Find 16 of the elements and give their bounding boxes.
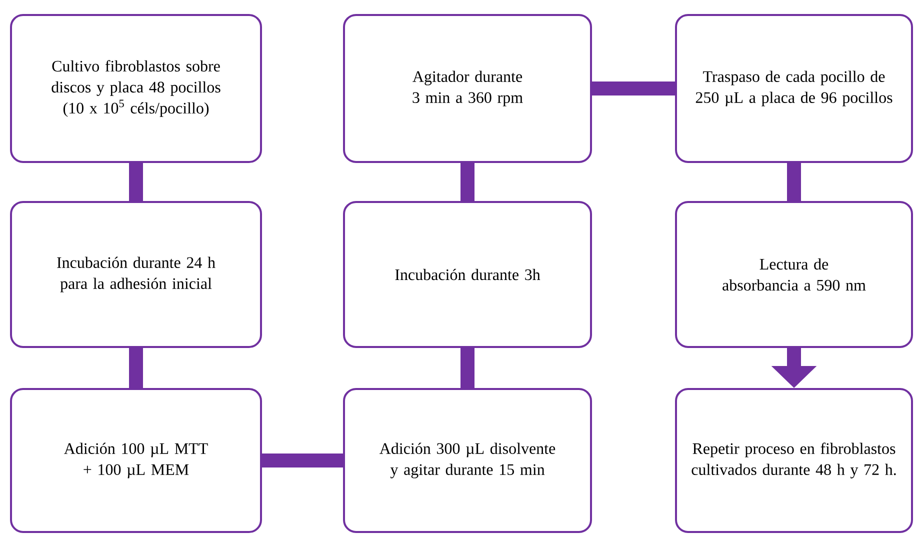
process-box: Incubación durante 3h — [343, 200, 592, 348]
process-box: Repetir proceso en fibroblastos cultivados durante 48 h y 72 h. — [675, 388, 913, 533]
process-box: Lectura de absorbancia a 590 nm — [675, 200, 913, 348]
process-box: Traspaso de cada pocillo de 250 µL a placa de 96 pocillos — [675, 14, 913, 163]
connector — [460, 348, 474, 388]
process-box: Incubación durante 24 h para la adhesión inicial — [10, 200, 262, 348]
connector — [787, 163, 801, 201]
process-box: Agitador durante 3 min a 360 rpm — [343, 14, 592, 163]
process-box: Adición 100 µL MTT + 100 µL MEM — [10, 388, 262, 533]
process-box: Adición 300 µL disolvente y agitar durante 15 min — [343, 388, 592, 533]
connector — [460, 163, 474, 201]
connector — [129, 163, 143, 201]
process-box: Cultivo fibroblastos sobre discos y placa 48 pocillos (10 x 10$^{5}$ céls/pocillo) — [10, 14, 262, 163]
connector — [262, 453, 343, 468]
connector — [592, 82, 675, 96]
connector — [129, 348, 143, 388]
